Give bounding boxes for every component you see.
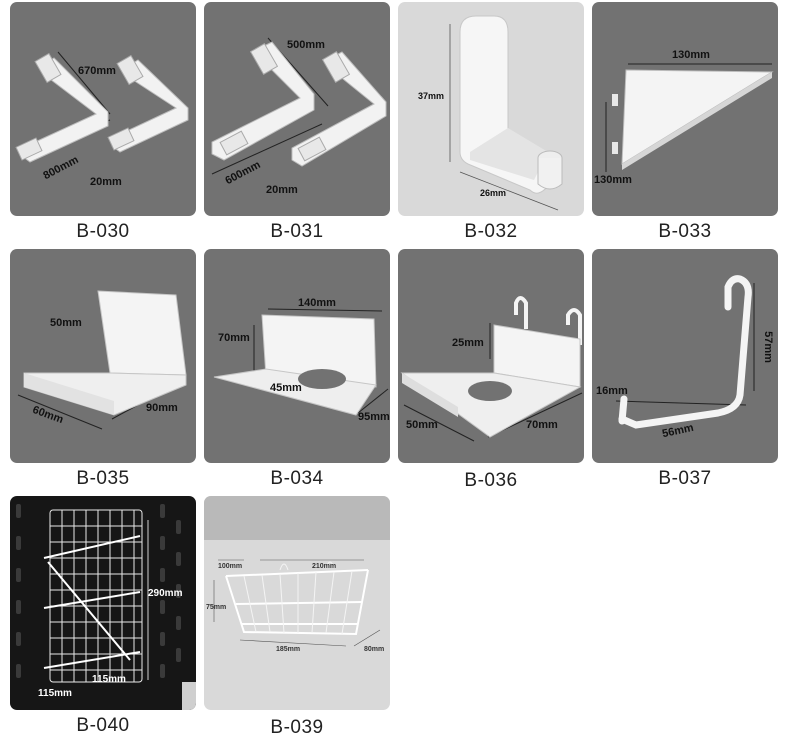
- b040-dim-1: 290mm: [148, 588, 183, 599]
- b034-dim-1: 140mm: [298, 297, 336, 309]
- product-card-b035[interactable]: 50mm 60mm 90mm: [10, 249, 196, 463]
- b034-dim-3: 45mm: [270, 382, 302, 394]
- b039-dim-2: 210mm: [312, 563, 337, 570]
- b035-dim-1: 50mm: [50, 317, 82, 329]
- b037-dim-1: 57mm: [761, 331, 774, 363]
- b034-product-image: [213, 308, 389, 416]
- b034-dim-4: 95mm: [358, 411, 390, 423]
- b031-product-image: [211, 37, 387, 175]
- b030-dim-1: 670mm: [78, 65, 116, 77]
- b039-dim-3: 75mm: [206, 604, 227, 611]
- b037-code: B-037: [658, 468, 712, 489]
- b039-product-image: [204, 496, 390, 647]
- b032-product-image: [449, 15, 563, 211]
- b032-dim-1: 37mm: [418, 91, 445, 101]
- product-card-b036[interactable]: 25mm 50mm 70mm: [398, 249, 584, 463]
- b032-code: B-032: [464, 221, 518, 242]
- b035-product-image: [17, 290, 187, 430]
- product-card-b033[interactable]: 130mm 130mm: [592, 2, 778, 216]
- b032-dim-2: 26mm: [480, 188, 507, 198]
- b036-dim-1: 25mm: [452, 337, 484, 349]
- product-card-b040[interactable]: 290mm 115mm 115mm: [10, 496, 196, 710]
- b031-dim-3: 20mm: [266, 184, 298, 196]
- b040-code: B-040: [76, 715, 130, 736]
- b039-dim-4: 185mm: [276, 646, 301, 653]
- b036-dim-3: 70mm: [526, 419, 558, 431]
- b033-dim-2: 130mm: [594, 174, 632, 186]
- b030-code: B-030: [76, 221, 130, 242]
- b040-dim-2: 115mm: [92, 674, 126, 685]
- b031-dim-1: 500mm: [287, 39, 325, 51]
- b039-dim-5: 80mm: [364, 646, 385, 653]
- b036-product-image: [400, 296, 583, 442]
- b039-dim-1: 100mm: [218, 563, 243, 570]
- b036-code: B-036: [464, 470, 518, 491]
- b030-product-image: [15, 51, 189, 163]
- b037-dim-2: 16mm: [596, 385, 628, 397]
- b033-product-image: [605, 63, 774, 172]
- b040-dim-3: 115mm: [38, 688, 72, 699]
- product-card-b032[interactable]: 37mm 26mm: [398, 2, 584, 216]
- b035-code: B-035: [76, 468, 130, 489]
- b034-code: B-034: [270, 468, 324, 489]
- b039-code: B-039: [270, 717, 324, 738]
- b034-dim-2: 70mm: [218, 332, 250, 344]
- b037-product-image: [615, 275, 755, 429]
- product-card-b031[interactable]: 500mm 600mm 20mm: [204, 2, 390, 216]
- b035-dim-3: 90mm: [146, 402, 178, 414]
- product-card-b030[interactable]: 670mm 800mm 20mm: [10, 2, 196, 216]
- b033-code: B-033: [658, 221, 712, 242]
- product-card-b034[interactable]: 140mm 70mm 45mm 95mm: [204, 249, 390, 463]
- b033-dim-1: 130mm: [672, 49, 710, 61]
- b036-dim-2: 50mm: [406, 419, 438, 431]
- b031-code: B-031: [270, 221, 324, 242]
- b030-dim-3: 20mm: [90, 176, 122, 188]
- b040-product-image: [16, 504, 196, 710]
- product-card-b037[interactable]: 57mm 16mm 56mm: [592, 249, 778, 463]
- product-card-b039[interactable]: 100mm 210mm 75mm 185mm 80mm: [204, 496, 390, 710]
